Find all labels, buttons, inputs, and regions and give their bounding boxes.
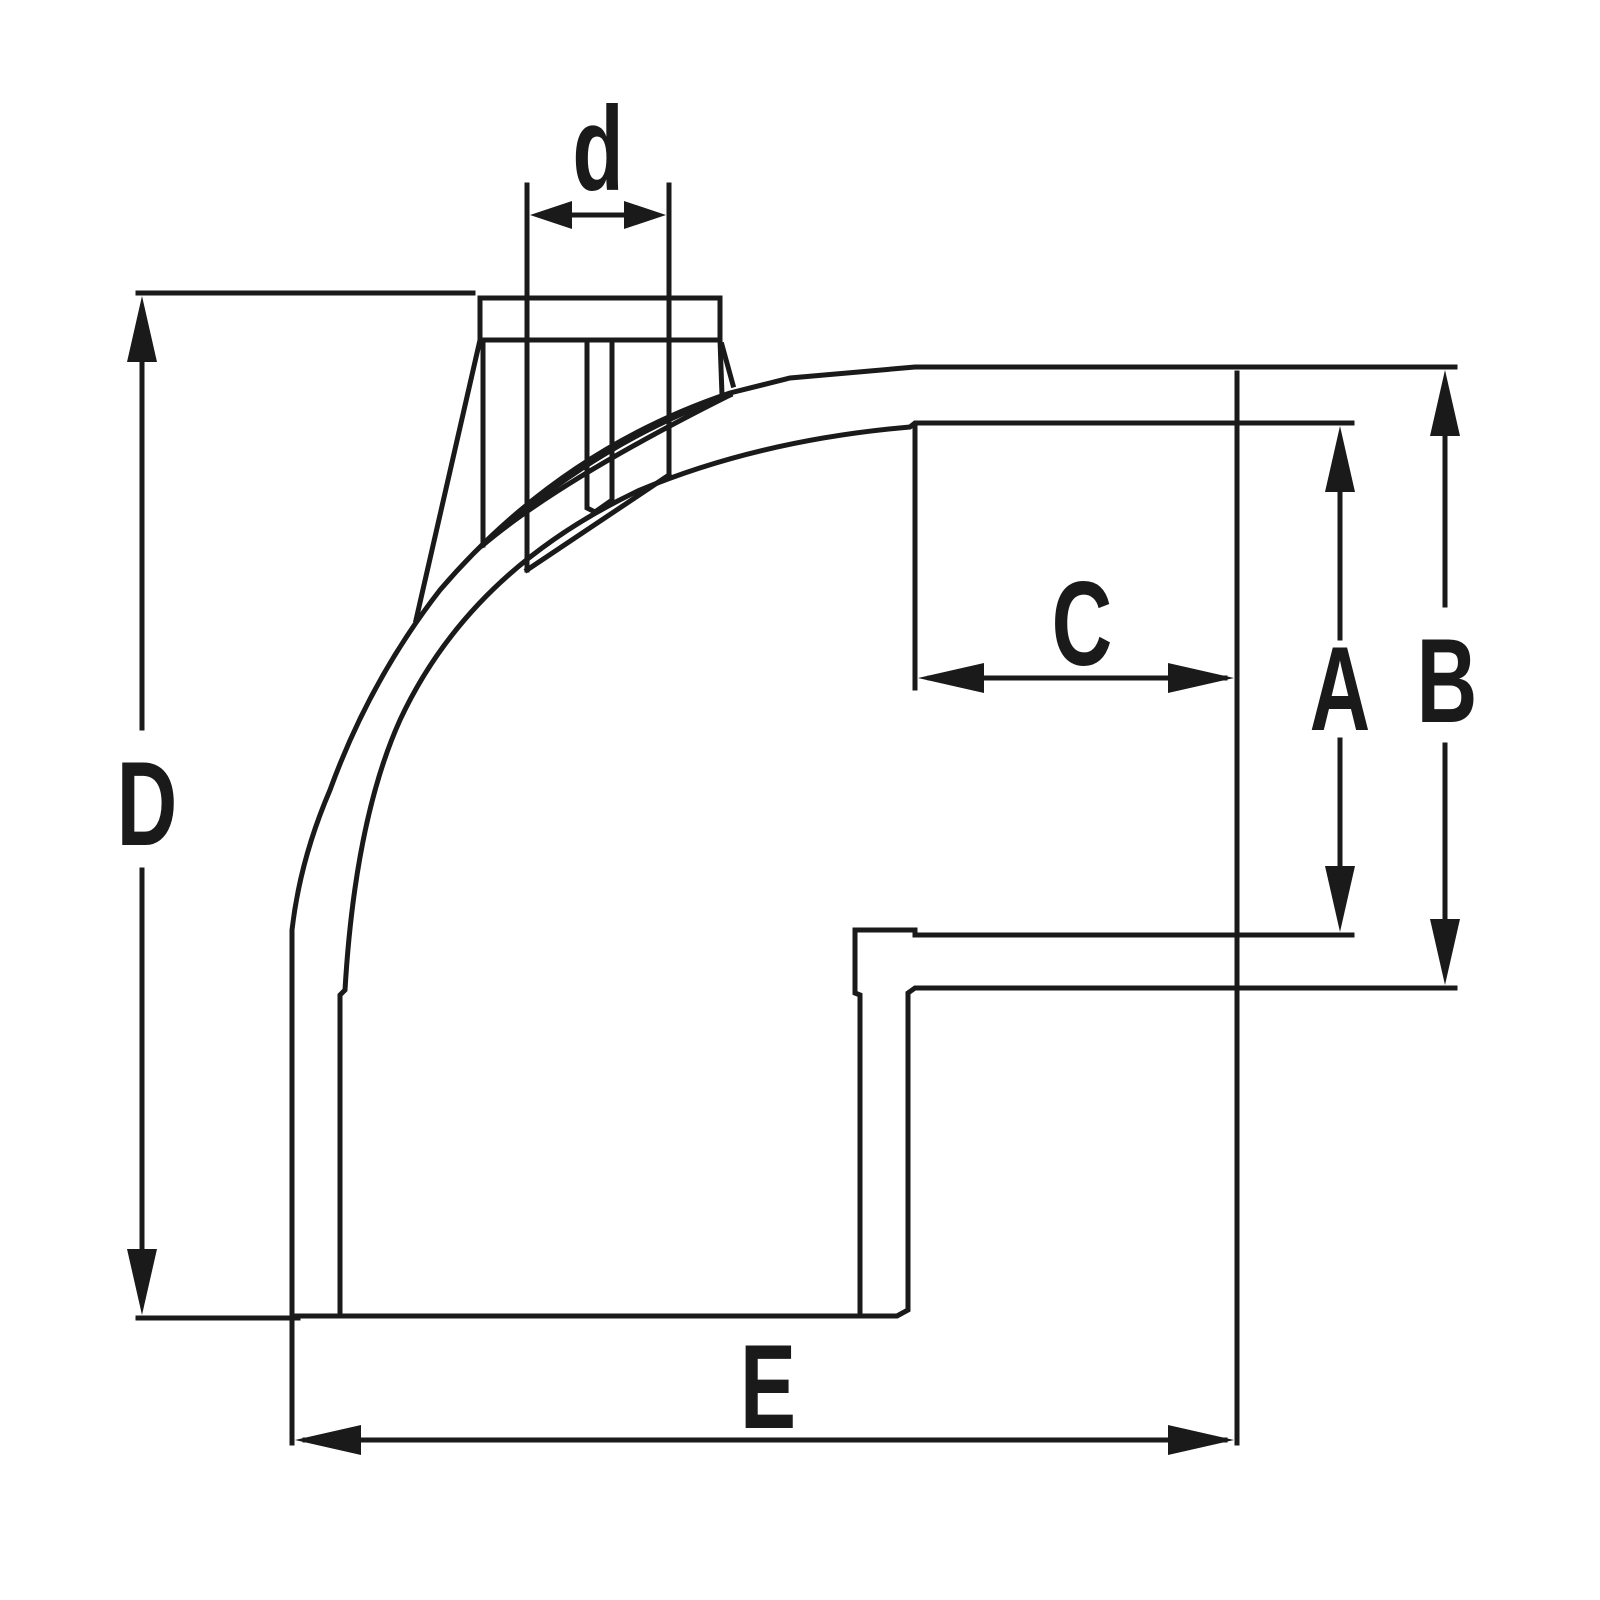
tapping-outlet [413, 295, 737, 623]
dimension-D: D [117, 290, 476, 1321]
socket-step [852, 927, 1355, 1316]
label-E: E [740, 1319, 796, 1453]
dimension-A: A [1310, 426, 1371, 932]
inner-contour [337, 420, 1355, 1316]
label-C: C [1052, 556, 1113, 690]
outlet-cap [477, 295, 723, 343]
outer-contour [289, 364, 1458, 1319]
outlet-pin [584, 337, 615, 515]
dimension-E: E [289, 370, 1240, 1455]
dimension-B: B [1417, 370, 1478, 985]
label-D: D [117, 736, 178, 870]
label-A: A [1310, 621, 1371, 755]
label-B: B [1417, 613, 1478, 747]
label-d: d [572, 81, 623, 215]
dimension-C: C [918, 556, 1234, 693]
dimension-d: d [524, 81, 672, 343]
elbow-body [289, 364, 1458, 1319]
